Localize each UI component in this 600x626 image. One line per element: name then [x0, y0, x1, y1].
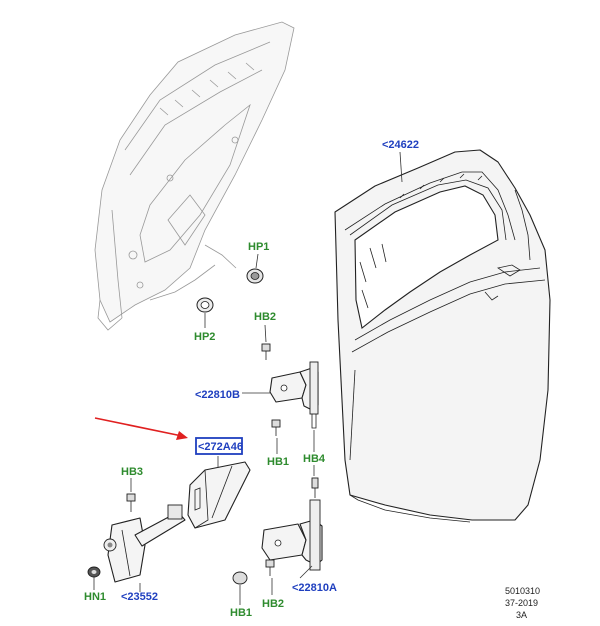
red-pointer-arrow: [94, 417, 188, 440]
bolt-hb1-mid: [271, 419, 281, 436]
label-hp2[interactable]: HP2: [194, 331, 215, 343]
bolt-hb2-bottom: [265, 559, 275, 576]
label-hb2-top[interactable]: HB2: [254, 311, 276, 323]
label-hb3[interactable]: HB3: [121, 466, 143, 478]
bolt-hb2-top: [261, 343, 271, 360]
label-23552[interactable]: <23552: [121, 591, 158, 603]
nut-hn1: [87, 566, 101, 578]
label-hb4[interactable]: HB4: [303, 453, 326, 465]
label-hp1[interactable]: HP1: [248, 241, 269, 253]
label-22810a[interactable]: <22810A: [292, 582, 337, 594]
label-hb1-mid[interactable]: HB1: [267, 456, 289, 468]
upper-hinge: [269, 361, 319, 429]
lower-hinge: [261, 499, 323, 571]
check-strap-seal: [187, 461, 251, 529]
plug-hp1: [246, 268, 264, 284]
rear-door-shell: [334, 149, 551, 523]
label-hb1-bottom[interactable]: HB1: [230, 607, 252, 619]
pin-hb4: [311, 477, 319, 498]
footer-line-3: 3A: [516, 610, 527, 620]
door-check-strap: [103, 504, 186, 583]
plug-hp2: [196, 297, 214, 313]
highlight-box: [195, 437, 243, 455]
label-24622[interactable]: <24622: [382, 139, 419, 151]
bolt-hb1-bottom: [232, 571, 248, 585]
footer-line-1: 5010310: [505, 586, 540, 596]
door-opening-ghost: [94, 21, 295, 331]
label-hn1[interactable]: HN1: [84, 591, 106, 603]
bolt-hb3: [126, 493, 136, 512]
footer-line-2: 37-2019: [505, 598, 538, 608]
label-hb2-bottom[interactable]: HB2: [262, 598, 284, 610]
label-272a46[interactable]: <272A46: [198, 441, 243, 453]
label-22810b[interactable]: <22810B: [195, 389, 240, 401]
